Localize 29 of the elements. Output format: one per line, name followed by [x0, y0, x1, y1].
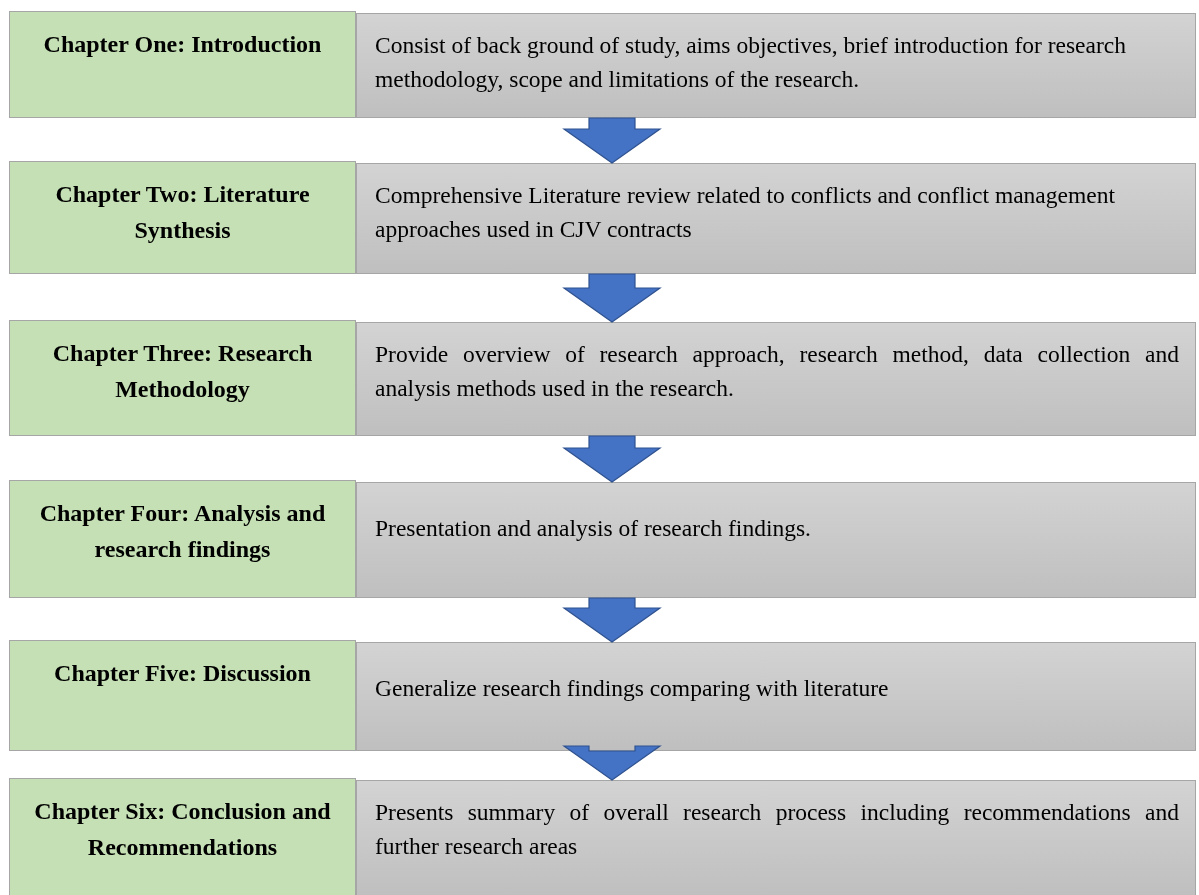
chapter-description: Comprehensive Literature review related to conflicts and conflict management approaches used in CJV contracts [375, 181, 1116, 244]
block-arrow [562, 273, 662, 323]
description-box [356, 322, 1196, 436]
description-box [356, 642, 1196, 751]
chapter-description: Generalize research findings comparing with literature [375, 674, 889, 703]
description-box [356, 163, 1196, 274]
chapter-title: Chapter Two: Literature Synthesis [54, 180, 311, 245]
chapter-description: Consist of back ground of study, aims objectives, brief introduction for research methodology, scope and limitations of the research. [375, 31, 1127, 94]
chapter-title: Chapter Five: Discussion [54, 659, 311, 688]
chapter-box [9, 778, 356, 895]
chapter-box [9, 11, 356, 118]
chapter-box [9, 480, 356, 598]
chapter-box [9, 640, 356, 751]
chapter-description: Presents summary of overall research process including recommendations and further research areas [375, 798, 1179, 861]
description-box [356, 13, 1196, 118]
chapter-box [9, 320, 356, 436]
chapter-title: Chapter Six: Conclusion and Recommendations [33, 797, 332, 862]
block-arrow [562, 117, 662, 164]
block-arrow [562, 597, 662, 643]
block-arrow [562, 745, 662, 781]
chapter-description: Presentation and analysis of research findings. [375, 514, 811, 543]
description-box [356, 780, 1196, 895]
chapter-title: Chapter One: Introduction [43, 30, 322, 59]
chapter-title: Chapter Three: Research Methodology [51, 339, 314, 404]
block-arrow [562, 435, 662, 483]
description-box [356, 482, 1196, 598]
chapter-description: Provide overview of research approach, research method, data collection and analysis methods used in the research. [375, 340, 1179, 403]
chapter-box [9, 161, 356, 274]
chapter-title: Chapter Four: Analysis and research findings [38, 499, 327, 564]
